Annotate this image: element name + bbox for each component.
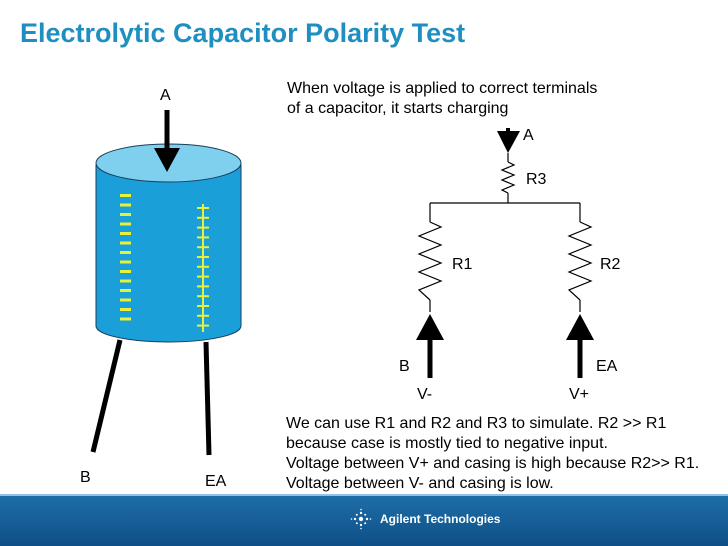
minus-mark	[120, 289, 131, 292]
capacitor-lead-ea	[203, 341, 212, 456]
minus-mark	[120, 308, 131, 311]
explanation-line-2: because case is mostly tied to negative …	[286, 435, 608, 452]
brand-name: Agilent Technologies	[380, 512, 501, 526]
intro-line-2: of a capacitor, it starts charging	[287, 100, 509, 117]
slide-title: Electrolytic Capacitor Polarity Test	[20, 18, 466, 48]
capacitor-label-b: B	[80, 469, 91, 486]
circuit-schematic	[416, 128, 594, 378]
minus-mark	[120, 222, 131, 226]
r2-label: R2	[600, 256, 621, 273]
explanation-line-4: Voltage between V- and casing is low.	[286, 475, 554, 492]
positive-charge-marks	[197, 204, 209, 332]
minus-mark	[120, 317, 131, 321]
explanation-line-3: Voltage between V+ and casing is high be…	[286, 455, 700, 472]
minus-mark	[120, 298, 131, 302]
agilent-logo: Agilent Technologies	[350, 508, 500, 530]
minus-mark	[120, 270, 131, 273]
intro-line-1: When voltage is applied to correct termi…	[287, 80, 598, 97]
minus-mark	[120, 203, 131, 207]
circuit-ea-label: EA	[596, 358, 618, 375]
minus-mark	[120, 260, 131, 264]
resistor-r1	[417, 221, 443, 301]
minus-mark	[120, 279, 131, 283]
capacitor-body	[95, 164, 242, 343]
capacitor-lead-b	[90, 339, 123, 453]
minus-mark	[120, 251, 131, 254]
minus-mark	[120, 241, 131, 245]
intro-text: When voltage is applied to correct termi…	[287, 79, 597, 119]
arrow-b-head	[416, 314, 444, 340]
agilent-spark-icon	[350, 508, 372, 530]
circuit-b-label: B	[399, 358, 410, 375]
minus-mark	[120, 213, 131, 216]
v-plus-label: V+	[569, 386, 590, 403]
v-minus-label: V-	[417, 386, 433, 403]
circuit-node-a-label: A	[523, 127, 534, 144]
circuit-arrow-a-head	[497, 131, 520, 153]
resistor-r2	[567, 221, 593, 301]
minus-mark	[120, 194, 131, 197]
arrow-ea-head	[566, 314, 594, 340]
resistor-r3	[500, 161, 516, 194]
minus-mark	[120, 232, 131, 235]
explanation-line-1: We can use R1 and R2 and R3 to simulate.…	[286, 415, 667, 432]
r3-label: R3	[526, 171, 547, 188]
capacitor-label-a: A	[160, 87, 171, 104]
r1-label: R1	[452, 256, 473, 273]
capacitor-label-ea: EA	[205, 473, 227, 490]
explanation-text: We can use R1 and R2 and R3 to simulate.…	[286, 414, 699, 494]
capacitor-illustration	[90, 110, 242, 456]
footer-bar: Agilent Technologies	[0, 494, 728, 546]
capacitor-arrow-a-head	[154, 148, 180, 172]
negative-charge-marks	[120, 194, 131, 321]
